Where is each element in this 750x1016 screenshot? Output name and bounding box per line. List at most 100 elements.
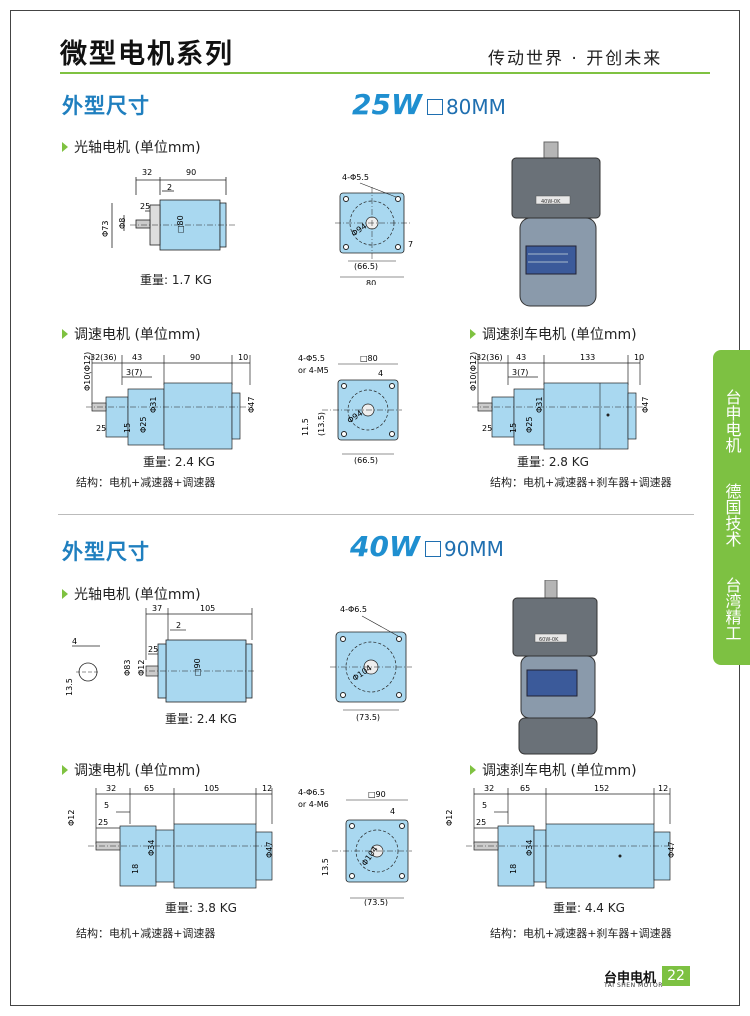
arrow-bullet-icon	[470, 765, 476, 775]
brake-motor-label-text: 调速刹车电机 (单位mm)	[482, 327, 637, 343]
dim-label: 133	[580, 353, 595, 362]
dim-label: Φ25	[139, 417, 148, 433]
dim-label: (13.5)	[317, 412, 326, 436]
structure-40w-speed: 结构：电机+减速器+调速器	[76, 927, 216, 940]
motor-photo-label: 40W-0K	[541, 199, 561, 205]
arrow-bullet-icon	[62, 589, 68, 599]
dim-label: 25	[140, 202, 150, 211]
motor-photo-40w: 60W-0K	[512, 580, 598, 755]
dim-label: □90	[368, 790, 386, 799]
dim-label: or 4-M6	[298, 800, 329, 809]
power-value: 25W	[352, 88, 422, 121]
power-heading-40w: 40W 90MM	[350, 530, 504, 563]
weight-25w-shaft: 重量: 1.7 KG	[140, 273, 212, 287]
brake-motor-label-40w: 调速刹车电机 (单位mm)	[470, 760, 637, 780]
dim-label: Φ8	[118, 218, 127, 229]
dim-label: 3(7)	[512, 368, 528, 377]
footer-brand: 台申电机	[604, 971, 657, 986]
dim-label: 32(36)	[90, 353, 117, 362]
dim-label: 105	[200, 604, 215, 613]
dim-label: 37	[152, 604, 162, 613]
frame-size: 90MM	[443, 537, 504, 561]
square-symbol-icon	[426, 99, 443, 115]
dim-label: Φ34	[525, 840, 534, 856]
dim-label: Φ31	[535, 397, 544, 413]
section-title-25w: 外型尺寸	[62, 94, 150, 118]
dim-label: 25	[98, 818, 108, 827]
shaft-motor-label-40w: 光轴电机 (单位mm)	[62, 584, 201, 604]
dim-label: 4-Φ6.5	[298, 788, 325, 797]
dim-label: 90	[190, 353, 200, 362]
dim-label: □90	[193, 658, 202, 676]
weight-40w-speed: 重量: 3.8 KG	[165, 901, 237, 915]
drawing-25w-brake-side: Φ10(Φ12) 32(36) 43 133 10 3(7) 25 15 Φ25…	[469, 352, 650, 450]
motor-photo-label: 60W-0K	[539, 637, 559, 643]
dim-label: 5	[104, 801, 109, 810]
dim-label: 80	[366, 279, 376, 285]
dim-label: 4-Φ6.5	[340, 605, 367, 614]
dim-label: □80	[176, 215, 185, 233]
dim-label: 10	[634, 353, 644, 362]
speed-motor-label-text: 调速电机 (单位mm)	[74, 763, 201, 779]
power-heading-25w: 25W 80MM	[352, 88, 506, 121]
dim-label: Φ10(Φ12)	[469, 352, 478, 391]
dim-label: 12	[658, 784, 668, 793]
brake-motor-label-25w: 调速刹车电机 (单位mm)	[470, 324, 637, 344]
shaft-motor-label-text: 光轴电机 (单位mm)	[74, 587, 201, 603]
drawing-25w-flange-front: 4-Φ5.5 Φ94 (66.5) 80 7	[335, 173, 413, 285]
dim-label: 4	[378, 369, 383, 378]
dim-label: 7	[408, 240, 413, 249]
drawing-40w-brake-side: Φ12 32 65 152 12 5 25 18 Φ34 Φ47	[445, 784, 676, 889]
drawing-40w-flange-front: 4-Φ6.5 Φ104 (73.5)	[330, 605, 412, 722]
dim-label: Φ12	[137, 660, 146, 676]
dim-label: 25	[476, 818, 486, 827]
dim-label: 32	[106, 784, 116, 793]
title-rule	[60, 72, 710, 74]
side-tab-line1: 台申电机	[722, 389, 742, 453]
dim-label: 15	[123, 423, 132, 433]
dim-label: Φ47	[641, 397, 650, 413]
side-tab-line3: 台湾精工	[722, 577, 742, 641]
drawing-25w-speed-front: 4-Φ5.5 or 4-M5 □80 4 11.5 (13.5) Φ94 (66…	[298, 354, 402, 465]
footer-brand-en: TAI SHEN MOTOR	[604, 982, 663, 989]
page-number: 22	[662, 966, 690, 986]
dim-label: Φ83	[123, 660, 132, 676]
frame-size: 80MM	[445, 95, 506, 119]
dim-label: 4	[390, 807, 395, 816]
dim-label: 32(36)	[476, 353, 503, 362]
dim-label: 4-Φ5.5	[342, 173, 369, 182]
dim-label: (66.5)	[354, 262, 378, 271]
dim-label: (73.5)	[364, 898, 388, 906]
dim-label: Φ12	[67, 810, 76, 826]
dim-label: 5	[482, 801, 487, 810]
dim-label: 4	[72, 637, 77, 646]
structure-25w-brake: 结构：电机+减速器+刹车器+调速器	[490, 476, 672, 489]
brake-motor-label-text: 调速刹车电机 (单位mm)	[482, 763, 637, 779]
weight-25w-speed: 重量: 2.4 KG	[143, 455, 215, 469]
dim-label: 15	[509, 423, 518, 433]
structure-40w-brake: 结构：电机+减速器+刹车器+调速器	[490, 927, 672, 940]
section-divider	[58, 514, 694, 515]
dim-label: 12	[262, 784, 272, 793]
dim-label: Φ31	[149, 397, 158, 413]
dim-label: 3(7)	[126, 368, 142, 377]
structure-25w-speed: 结构：电机+减速器+调速器	[76, 476, 216, 489]
dim-label: 25	[96, 424, 106, 433]
speed-motor-label-text: 调速电机 (单位mm)	[74, 327, 201, 343]
drawing-40w-speed-front: 4-Φ6.5 or 4-M6 □90 4 13.5 Φ104 (73.5)	[298, 788, 412, 906]
dim-label: Φ34	[147, 840, 156, 856]
dim-label: 11.5	[301, 418, 310, 436]
shaft-motor-label-25w: 光轴电机 (单位mm)	[62, 137, 201, 157]
arrow-bullet-icon	[62, 142, 68, 152]
arrow-bullet-icon	[470, 329, 476, 339]
dim-label: Φ10(Φ12)	[83, 352, 92, 391]
arrow-bullet-icon	[62, 765, 68, 775]
dim-label: Φ47	[667, 842, 676, 858]
dim-label: 90	[186, 168, 196, 177]
dim-label: 4-Φ5.5	[298, 354, 325, 363]
motor-photo-25w: 40W-0K	[511, 141, 601, 307]
dim-label: 13.5	[65, 678, 74, 696]
side-tab-text: 台申电机 德国技术 台湾精工	[713, 380, 750, 650]
dim-label: 43	[516, 353, 526, 362]
dim-label: 2	[176, 621, 181, 630]
